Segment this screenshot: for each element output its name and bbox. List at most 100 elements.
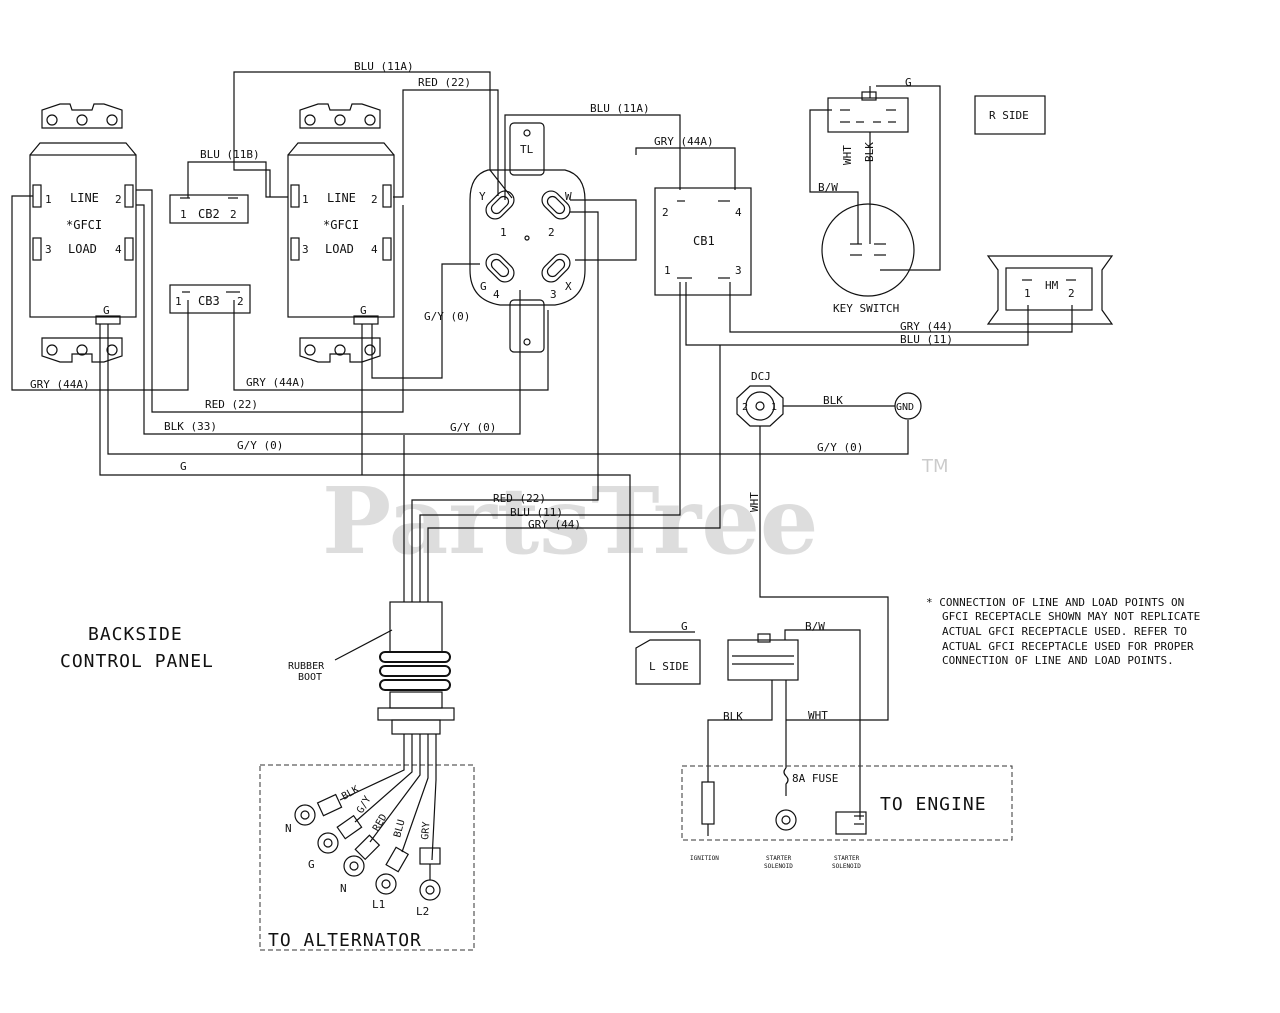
y-label: Y [479,190,486,203]
gfci-left-gfci-label: *GFCI [66,218,102,232]
gfci-right-line-label: LINE [327,191,356,205]
wire-gy-0-low: G/Y (0) [237,439,283,452]
wire-blu-11-hm: BLU (11) [900,333,953,346]
wire-blk-dcj: BLK [823,394,843,407]
l-side-connector: L SIDE [635,639,701,685]
gfci-right-gfci-label: *GFCI [323,218,359,232]
lead-blu: BLU [392,818,407,838]
wire-blu-11b: BLU (11B) [200,148,260,161]
backside-title-2: CONTROL PANEL [60,651,214,672]
breaker-cb1: 2 4 CB1 1 3 [654,187,752,296]
starter-label-1: STARTER [766,855,792,862]
wire-g-lside: G [681,620,688,633]
gfci-right-term-3: 3 [302,243,309,256]
wire-gy-0-gnd: G/Y (0) [817,441,863,454]
cb1-term-2: 2 [662,206,669,219]
rubber-label-2: BOOT [298,672,322,683]
lead-red: RED [371,812,390,833]
gnd-label: GND [896,402,914,413]
gfci-left-line-label: LINE [70,191,99,205]
hour-meter: HM 1 2 [986,255,1114,325]
wire-blu-11-low: BLU (11) [510,506,563,519]
dc-jack: DCJ 2 1 [736,370,784,427]
wire-red-22-top: RED (22) [418,76,471,89]
key-switch: KEY SWITCH [821,91,915,315]
lead-n-1: N [285,822,292,835]
x-label: X [565,280,572,293]
gfci-receptacle-right: LINE *GFCI LOAD 1 2 3 4 G [287,103,395,363]
lead-l2: L2 [416,905,429,918]
note-line-3: ACTUAL GFCI RECEPTACLE USED. REFER TO [942,625,1187,638]
gfci-left-load-label: LOAD [68,242,97,256]
cb1-term-4: 4 [735,206,742,219]
starter-label-2: SOLENOID [764,863,793,870]
twist-lock-receptacle: TL Y W G X 1 2 3 4 [469,122,586,353]
l-side-label: L SIDE [649,660,689,673]
lead-l1: L1 [372,898,385,911]
wire-gy-0-right: G/Y (0) [424,310,470,323]
tl-term-1: 1 [500,226,507,239]
gfci-right-term-4: 4 [371,243,378,256]
lead-g: G [308,858,315,871]
to-engine-label: TO ENGINE [880,794,987,815]
g-label: G [480,280,487,293]
engine-box [681,765,1013,841]
hm-term-2: 2 [1068,287,1075,300]
r-side-label: R SIDE [989,109,1029,122]
wire-g: G [180,460,187,473]
wires [11,71,1073,820]
cb1-term-1: 1 [664,264,671,277]
wire-g-key: G [905,76,912,89]
tl-term-2: 2 [548,226,555,239]
wire-blu-11a-right: BLU (11A) [590,102,650,115]
cb2-term-1: 1 [180,208,187,221]
tl-term-3: 3 [550,288,557,301]
rubber-boot [334,590,455,735]
alternator-leads [294,734,441,901]
gfci-receptacle-left: LINE *GFCI LOAD 1 2 3 4 G [29,103,137,363]
wire-blk-engine: BLK [723,710,743,723]
gfci-left-term-4: 4 [115,243,122,256]
ignition-label: IGNITION [690,855,719,862]
alternator-box [259,764,475,951]
gfci-right-term-1: 1 [302,193,309,206]
note-line-1: * CONNECTION OF LINE AND LOAD POINTS ON [926,596,1184,609]
breaker-cb3: 1 CB3 2 [169,284,251,314]
gfci-right-term-2: 2 [371,193,378,206]
cb3-term-1: 1 [175,295,182,308]
watermark: PartsTree [322,467,818,575]
starter-label-3: STARTER [834,855,860,862]
wire-bw-key: B/W [818,181,838,194]
r-side-box [974,95,1046,135]
w-label: W [565,190,572,203]
lead-blk: BLK [340,784,361,803]
fuse-label: 8A FUSE [792,772,838,785]
note-line-2: GFCI RECEPTACLE SHOWN MAY NOT REPLICATE [942,610,1200,623]
tl-label: TL [520,143,534,156]
cb1-term-3: 3 [735,264,742,277]
wire-gry-44a-cb1: GRY (44A) [654,135,714,148]
wire-blu-11a-top: BLU (11A) [354,60,414,73]
breaker-cb2: 1 CB2 2 [169,194,249,224]
watermark-tm: TM [921,456,949,477]
wire-wht-dcj: WHT [748,492,761,512]
hm-term-1: 1 [1024,287,1031,300]
cb2-label: CB2 [198,207,220,221]
cb2-term-2: 2 [230,208,237,221]
wire-red-22-low: RED (22) [493,492,546,505]
wire-gry-44-low: GRY (44) [528,518,581,531]
wire-wht-engine: WHT [808,709,828,722]
cb3-term-2: 2 [237,295,244,308]
wire-gy-0-harness: G/Y (0) [450,421,496,434]
engine-harness-connector [727,633,799,681]
wire-red-22-mid: RED (22) [205,398,258,411]
gfci-left-term-2: 2 [115,193,122,206]
to-alternator-label: TO ALTERNATOR [268,930,422,951]
cb1-label: CB1 [693,234,715,248]
wire-wht-key: WHT [841,145,854,165]
wire-bw-engine: B/W [805,620,825,633]
engine-terminals [701,781,867,836]
wire-blk-key: BLK [863,142,876,162]
